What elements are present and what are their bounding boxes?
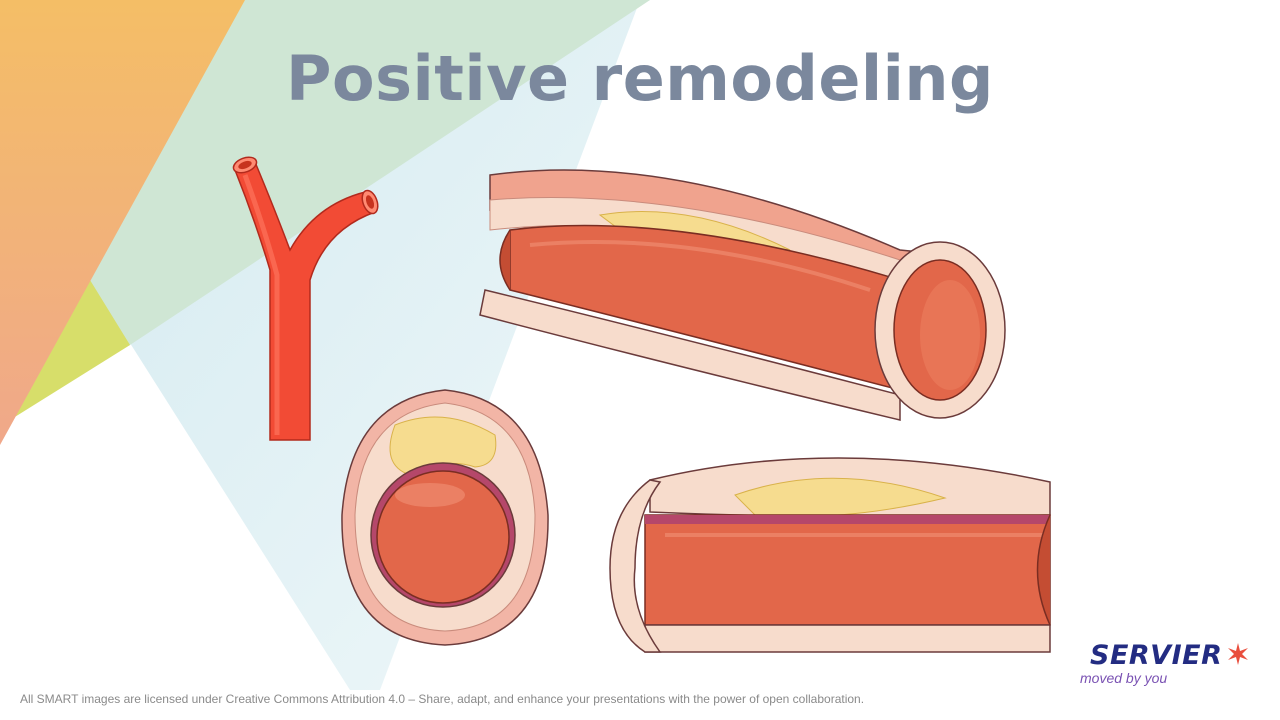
slide-title: Positive remodeling [286,42,994,115]
artery-longitudinal-section-bottom [609,457,1051,653]
artery-longitudinal-section-top [479,169,1006,421]
star-icon [1228,643,1248,665]
logo-tagline: moved by you [1080,670,1168,686]
artery-bifurcation [232,156,379,441]
artery-cross-section [341,389,549,646]
logo-name: SERVIER [1090,640,1223,671]
servier-logo: SERVIER moved by you [1076,640,1266,690]
orange-band [0,0,245,445]
license-footer: All SMART images are licensed under Crea… [20,692,865,706]
